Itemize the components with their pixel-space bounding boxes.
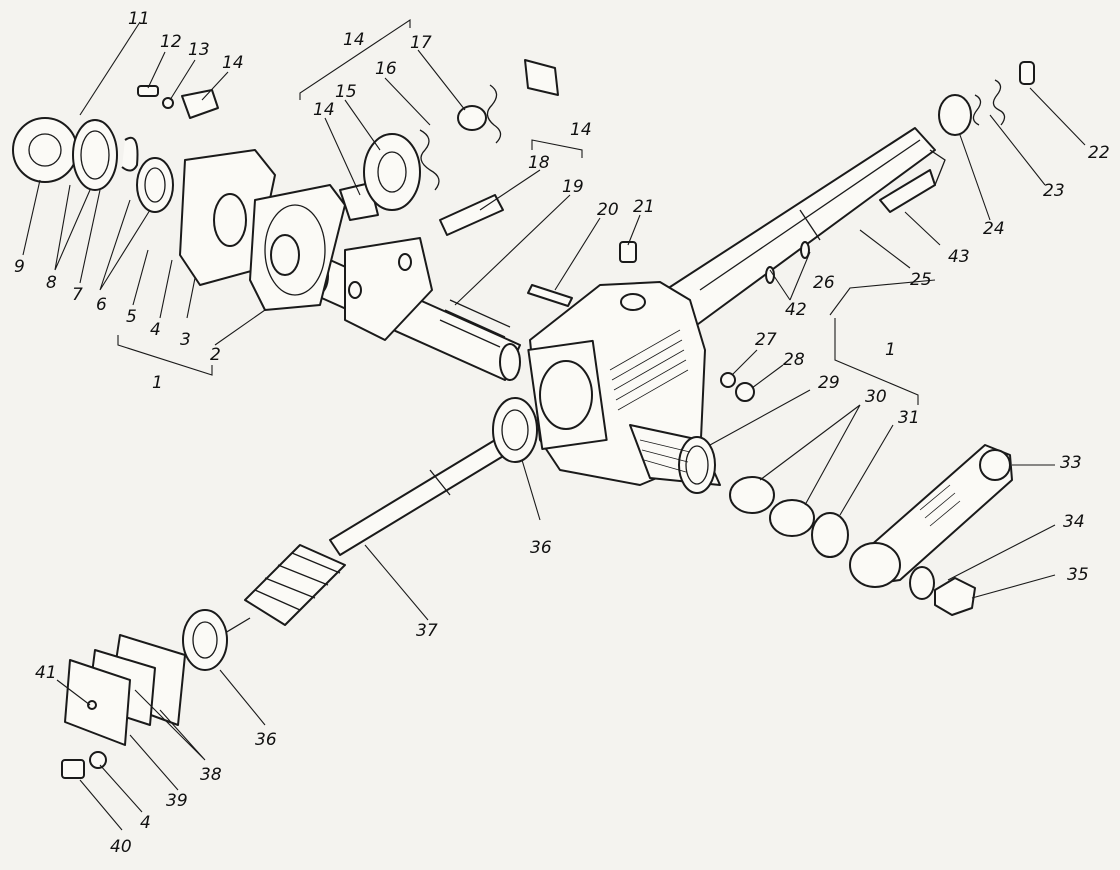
label-36-lower: 36 [255, 730, 277, 750]
label-20: 19 [562, 177, 584, 197]
label-27: 26 [813, 273, 835, 293]
label-2: 2 [210, 345, 221, 365]
label-9: 9 [14, 257, 25, 277]
label-39: 39 [166, 791, 188, 811]
bolt-and-plug [527, 241, 637, 307]
label-32: 31 [898, 408, 920, 428]
label-8: 8 [46, 273, 57, 293]
label-36-center: 36 [530, 538, 552, 558]
left-flange-group [179, 149, 346, 311]
label-34: 34 [1063, 512, 1085, 532]
label-17: 16 [375, 59, 397, 79]
label-15: 14 [313, 100, 335, 120]
label-28: 27 [755, 330, 777, 350]
label-35: 35 [1067, 565, 1089, 585]
label-10: 11 [128, 9, 150, 29]
label-21: 20 [597, 200, 619, 220]
label-23: 22 [1088, 143, 1110, 163]
gearbox-housing [527, 281, 721, 494]
label-42: 42 [785, 300, 807, 320]
label-11: 12 [160, 32, 182, 52]
label-40: 40 [110, 837, 132, 857]
label-3: 3 [180, 330, 191, 350]
label-29: 28 [783, 350, 805, 370]
label-1-left: 1 [152, 373, 163, 393]
label-4-lower: 4 [140, 813, 151, 833]
label-5: 5 [126, 307, 137, 327]
label-13: 14 [222, 53, 244, 73]
label-31: 30 [865, 387, 887, 407]
label-16: 15 [335, 82, 357, 102]
pitman-arm-group [849, 444, 1013, 616]
label-43: 43 [948, 247, 970, 267]
leader-lines [22, 18, 1086, 831]
worm-shaft-assembly [307, 237, 521, 381]
label-7: 7 [72, 285, 83, 305]
bushing-group [720, 372, 849, 558]
lower-left-group [61, 609, 228, 779]
label-38: 38 [200, 765, 222, 785]
label-18: 17 [410, 33, 432, 53]
label-24: 23 [1043, 181, 1065, 201]
label-26: 25 [910, 270, 932, 290]
label-14-mid: 14 [570, 120, 592, 140]
part-labels: 11 12 13 14 14 17 16 15 14 14 18 19 20 2… [14, 9, 1110, 857]
label-33: 33 [1060, 453, 1082, 473]
label-6: 6 [96, 295, 107, 315]
label-22: 21 [633, 197, 655, 217]
lower-shaft [179, 397, 538, 661]
small-parts-right [938, 61, 1035, 136]
label-1-right: 1 [885, 340, 896, 360]
column-tube [649, 127, 946, 331]
label-30: 29 [818, 373, 840, 393]
label-19: 18 [528, 153, 550, 173]
label-41: 41 [35, 663, 57, 683]
label-14-top: 14 [343, 30, 365, 50]
label-12: 13 [188, 40, 210, 60]
label-4-upper: 4 [150, 320, 161, 340]
sprocket-group [12, 117, 174, 213]
label-25: 24 [983, 219, 1005, 239]
label-37: 37 [416, 621, 438, 641]
